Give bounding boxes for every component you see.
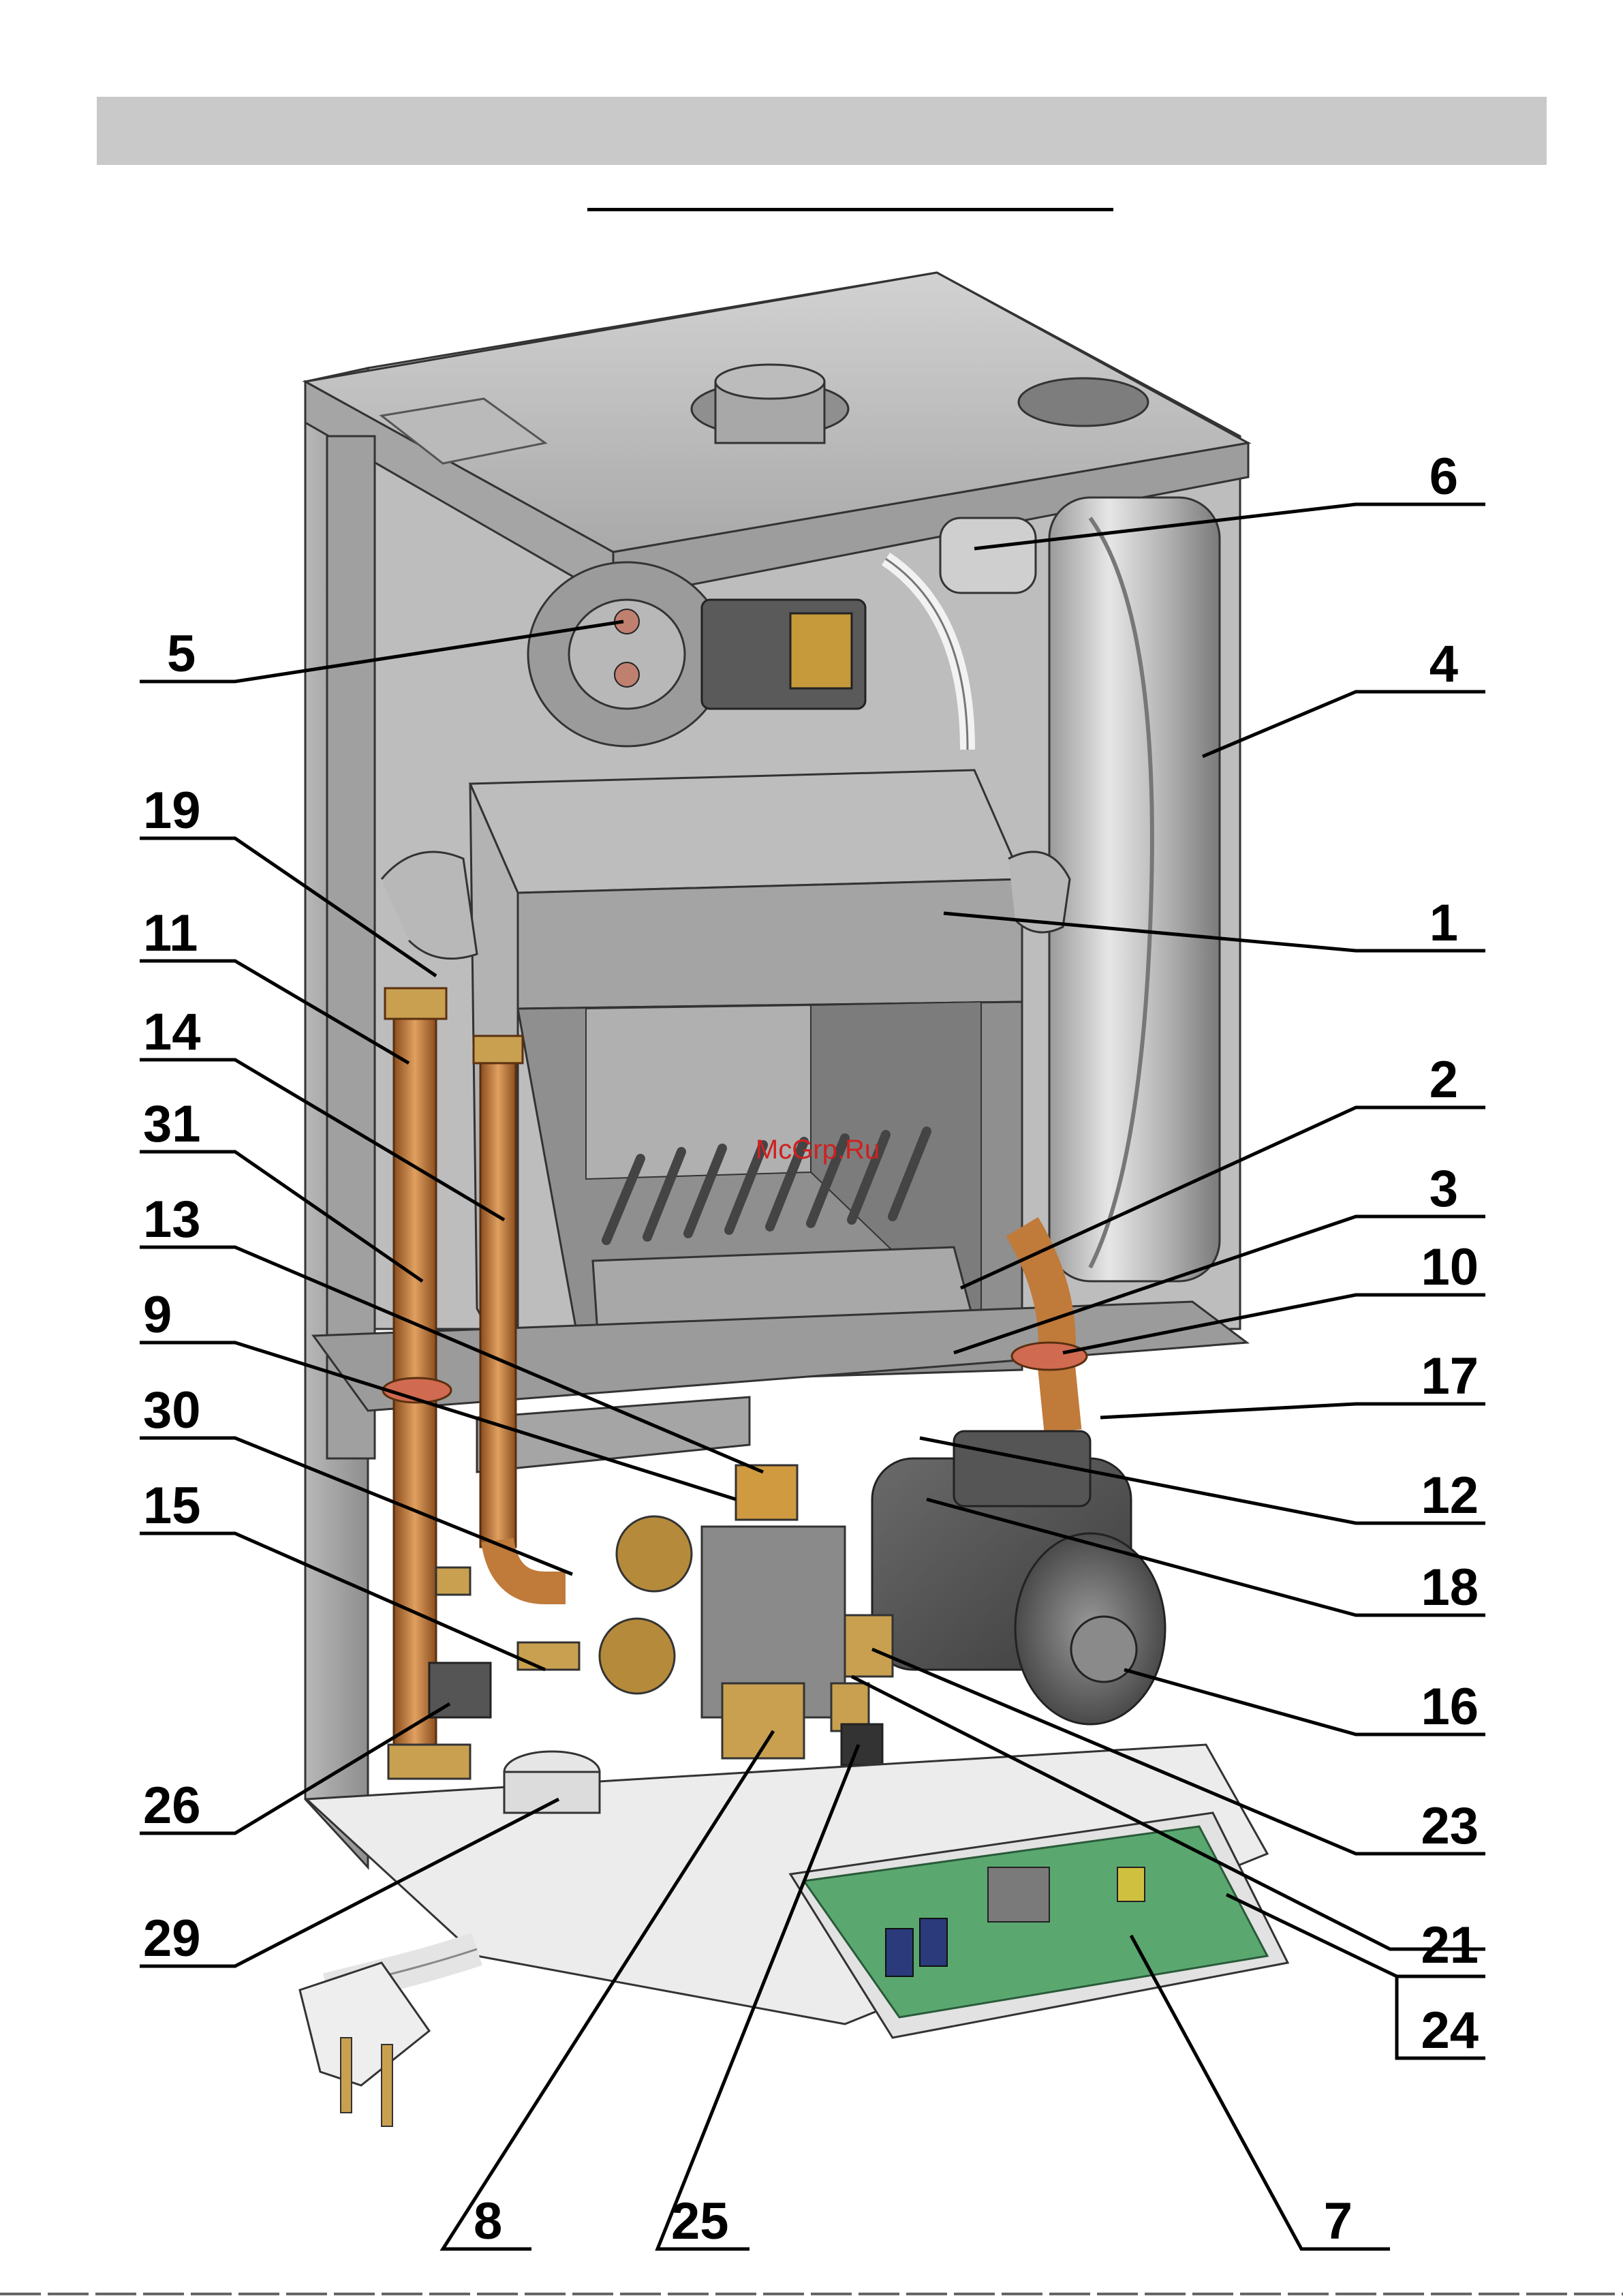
footer-rule [0,2293,1623,2295]
power-plug [300,1949,477,2126]
callout-26: 26 [143,1777,201,1835]
callout-7: 7 [1324,2192,1352,2250]
gas-valve [600,1465,845,1758]
callout-17: 17 [1421,1347,1479,1405]
watermark: McGrp.Ru [756,1135,880,1165]
callout-29: 29 [143,1910,201,1968]
callout-9: 9 [143,1286,172,1344]
callout-30: 30 [143,1381,201,1439]
expansion-vessel [1049,498,1220,1281]
callout-19: 19 [143,782,201,840]
callout-11: 11 [143,904,198,962]
callout-5: 5 [167,625,196,683]
callout-2: 2 [1429,1051,1458,1109]
callout-8: 8 [474,2192,502,2250]
callout-31: 31 [143,1095,201,1153]
callout-4: 4 [1429,635,1458,693]
callout-18: 18 [1421,1559,1479,1617]
callout-6: 6 [1429,448,1458,506]
callout-3: 3 [1429,1160,1458,1218]
callout-23: 23 [1421,1797,1479,1855]
callout-15: 15 [143,1477,201,1535]
callout-14: 14 [143,1003,201,1061]
callout-21: 21 [1421,1916,1479,1974]
callout-12: 12 [1421,1467,1479,1525]
callout-1: 1 [1429,894,1458,952]
callout-24: 24 [1421,2002,1479,2060]
circulation-pump [872,1431,1165,1724]
callout-16: 16 [1421,1678,1479,1736]
callout-13: 13 [143,1191,201,1249]
callout-25: 25 [671,2192,729,2250]
callout-10: 10 [1421,1238,1479,1296]
